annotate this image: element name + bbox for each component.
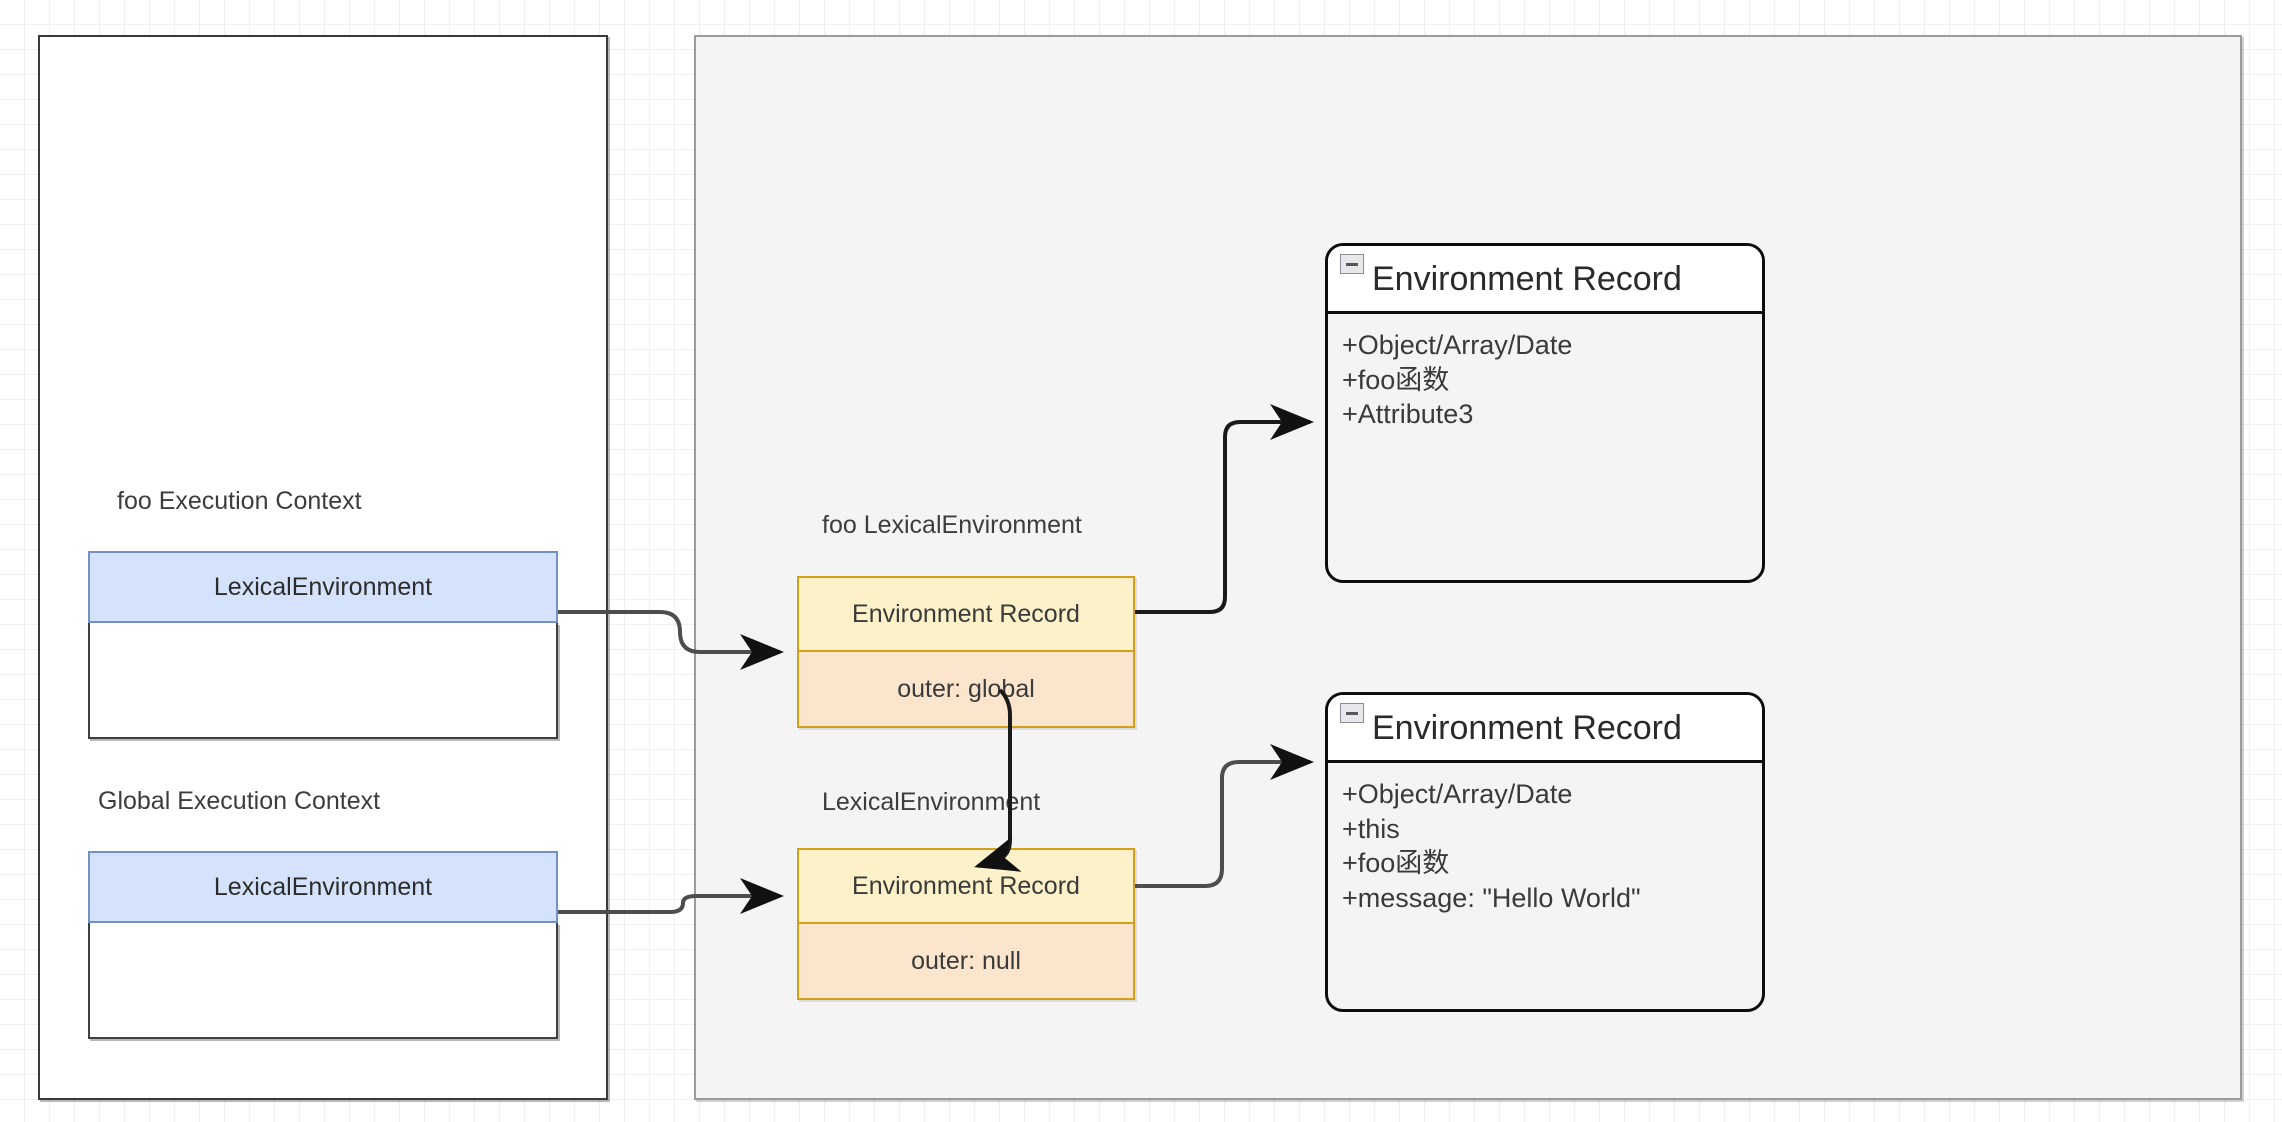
minus-square-icon[interactable] [1340, 254, 1364, 274]
environment-record-card-foo-attributes: +Object/Array/Date +foo函数 +Attribute3 [1328, 314, 1762, 432]
environment-record-card-foo[interactable]: Environment Record +Object/Array/Date +f… [1325, 243, 1765, 583]
global-lexical-environment-slot[interactable]: LexicalEnvironment [88, 851, 558, 923]
global-outer-slot[interactable]: outer: null [797, 924, 1135, 1000]
environment-record-card-global[interactable]: Environment Record +Object/Array/Date +t… [1325, 692, 1765, 1012]
global-environment-record-slot[interactable]: Environment Record [797, 848, 1135, 924]
attribute-row: +message: "Hello World" [1342, 882, 1641, 913]
global-lexicalenvironment-box[interactable]: Environment Record outer: null [797, 848, 1135, 1000]
attribute-row: +foo函数 [1342, 364, 1450, 395]
foo-execution-context-caption: foo Execution Context [117, 487, 362, 515]
environment-record-card-global-attributes: +Object/Array/Date +this +foo函数 +message… [1328, 763, 1762, 915]
foo-lexical-environment-slot[interactable]: LexicalEnvironment [88, 551, 558, 623]
attribute-row: +Object/Array/Date [1342, 330, 1573, 360]
foo-execution-context-body [88, 623, 558, 739]
environment-record-card-foo-title: Environment Record [1372, 259, 1682, 298]
minus-square-icon[interactable] [1340, 703, 1364, 723]
attribute-row: +this [1342, 813, 1400, 844]
attribute-row: +Object/Array/Date [1342, 779, 1573, 809]
environment-record-card-global-title: Environment Record [1372, 708, 1682, 747]
foo-lexicalenvironment-caption: foo LexicalEnvironment [822, 511, 1082, 539]
environment-record-card-global-header: Environment Record [1328, 695, 1762, 763]
attribute-row: +foo函数 [1342, 848, 1450, 879]
attribute-row: +Attribute3 [1342, 399, 1474, 430]
environment-record-card-foo-header: Environment Record [1328, 246, 1762, 314]
foo-outer-slot[interactable]: outer: global [797, 652, 1135, 728]
global-execution-context-body [88, 923, 558, 1039]
global-execution-context-caption: Global Execution Context [98, 787, 381, 815]
foo-execution-context-box[interactable]: LexicalEnvironment [88, 551, 558, 739]
global-execution-context-box[interactable]: LexicalEnvironment [88, 851, 558, 1039]
foo-environment-record-slot[interactable]: Environment Record [797, 576, 1135, 652]
foo-lexicalenvironment-box[interactable]: Environment Record outer: global [797, 576, 1135, 728]
global-lexicalenvironment-caption: LexicalEnvironment [822, 788, 1041, 816]
